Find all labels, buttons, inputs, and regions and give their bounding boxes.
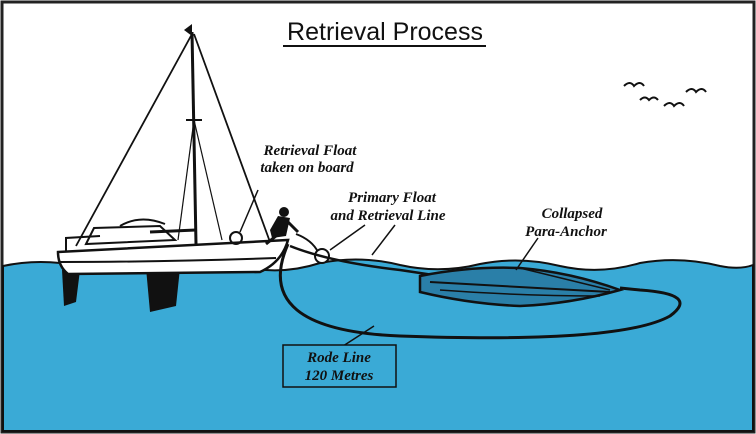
label-para-anchor-1: Collapsed <box>542 206 603 222</box>
pointer-primary-float <box>329 224 366 251</box>
label-retrieval-float-2: taken on board <box>260 160 354 176</box>
label-primary-float-1: Primary Float <box>348 190 437 206</box>
pointer-retrieval-line <box>371 224 396 256</box>
label-para-anchor-2: Para-Anchor <box>525 224 607 240</box>
title: Retrieval Process <box>287 18 483 46</box>
para-anchor-icon <box>418 266 625 308</box>
pointer-para-anchor <box>515 237 539 271</box>
sailboat <box>56 24 290 312</box>
label-rode-line-1: Rode Line <box>306 350 371 366</box>
label-retrieval-float-1: Retrieval Float <box>263 143 358 159</box>
seagulls-icon <box>623 82 707 108</box>
rode-line-upper <box>289 244 441 278</box>
rode-line-label-box <box>282 344 397 388</box>
crew-person-icon <box>265 207 300 246</box>
label-rode-line-2: 120 Metres <box>305 368 374 384</box>
label-primary-float-2: and Retrieval Line <box>331 208 446 224</box>
pointer-retrieval-float <box>239 189 259 233</box>
rode-line <box>278 243 682 340</box>
